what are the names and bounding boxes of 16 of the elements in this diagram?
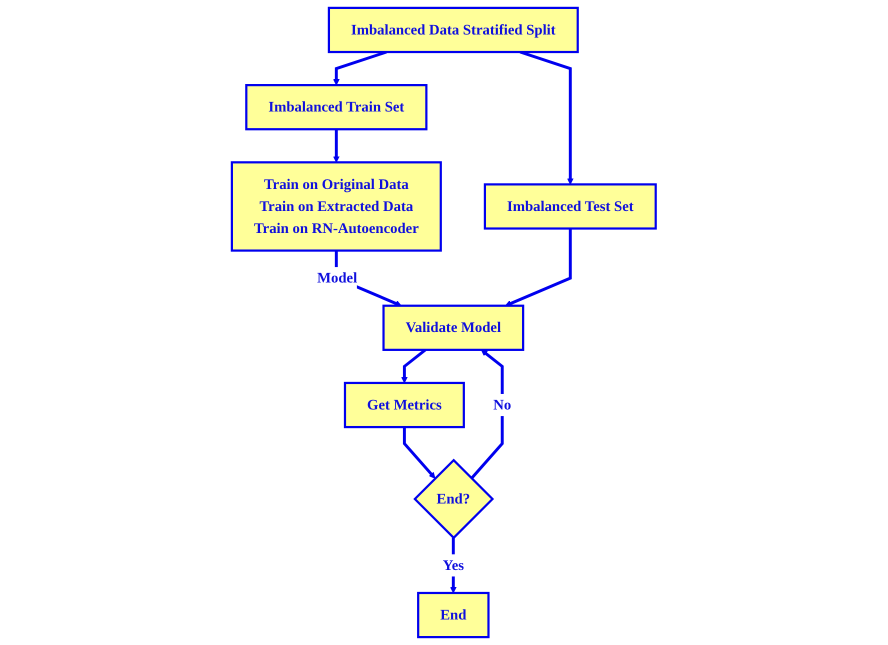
node-box: End [417,592,490,638]
node-box: Imbalanced Data Stratified Split [328,6,580,54]
node-box: Get Metrics [344,382,466,428]
edge-label: No [493,396,512,414]
node-box: Train on Original Data Train on Extracted Data Train on RN-Autoencoder [230,161,442,252]
arrow [401,348,426,384]
node-box: Validate Model [382,304,524,351]
arrow [333,129,340,163]
arrow [403,427,436,479]
edge-label: Model [317,270,358,286]
node-diamond: End? [414,458,494,540]
arrow [470,350,504,480]
arrow [505,228,572,306]
edge-label: Yes [442,557,464,574]
node-box: Imbalanced Train Set [245,84,428,130]
node-box: Imbalanced Test Set [484,183,658,230]
